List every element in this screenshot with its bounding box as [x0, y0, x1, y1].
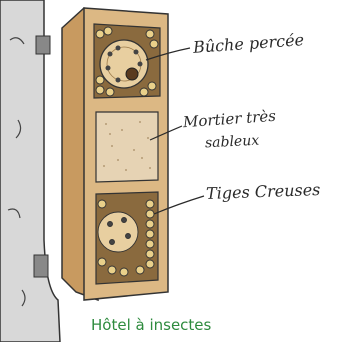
compartment-middle	[96, 112, 158, 182]
drilled-log	[100, 40, 148, 88]
tree-trunk	[0, 0, 60, 342]
label-mortier-line2: sableux	[205, 134, 260, 151]
insect-hotel	[62, 8, 168, 300]
label-tiges-creuses: Tiges Creuses	[206, 182, 321, 202]
caption: Hôtel à insectes	[91, 316, 211, 334]
